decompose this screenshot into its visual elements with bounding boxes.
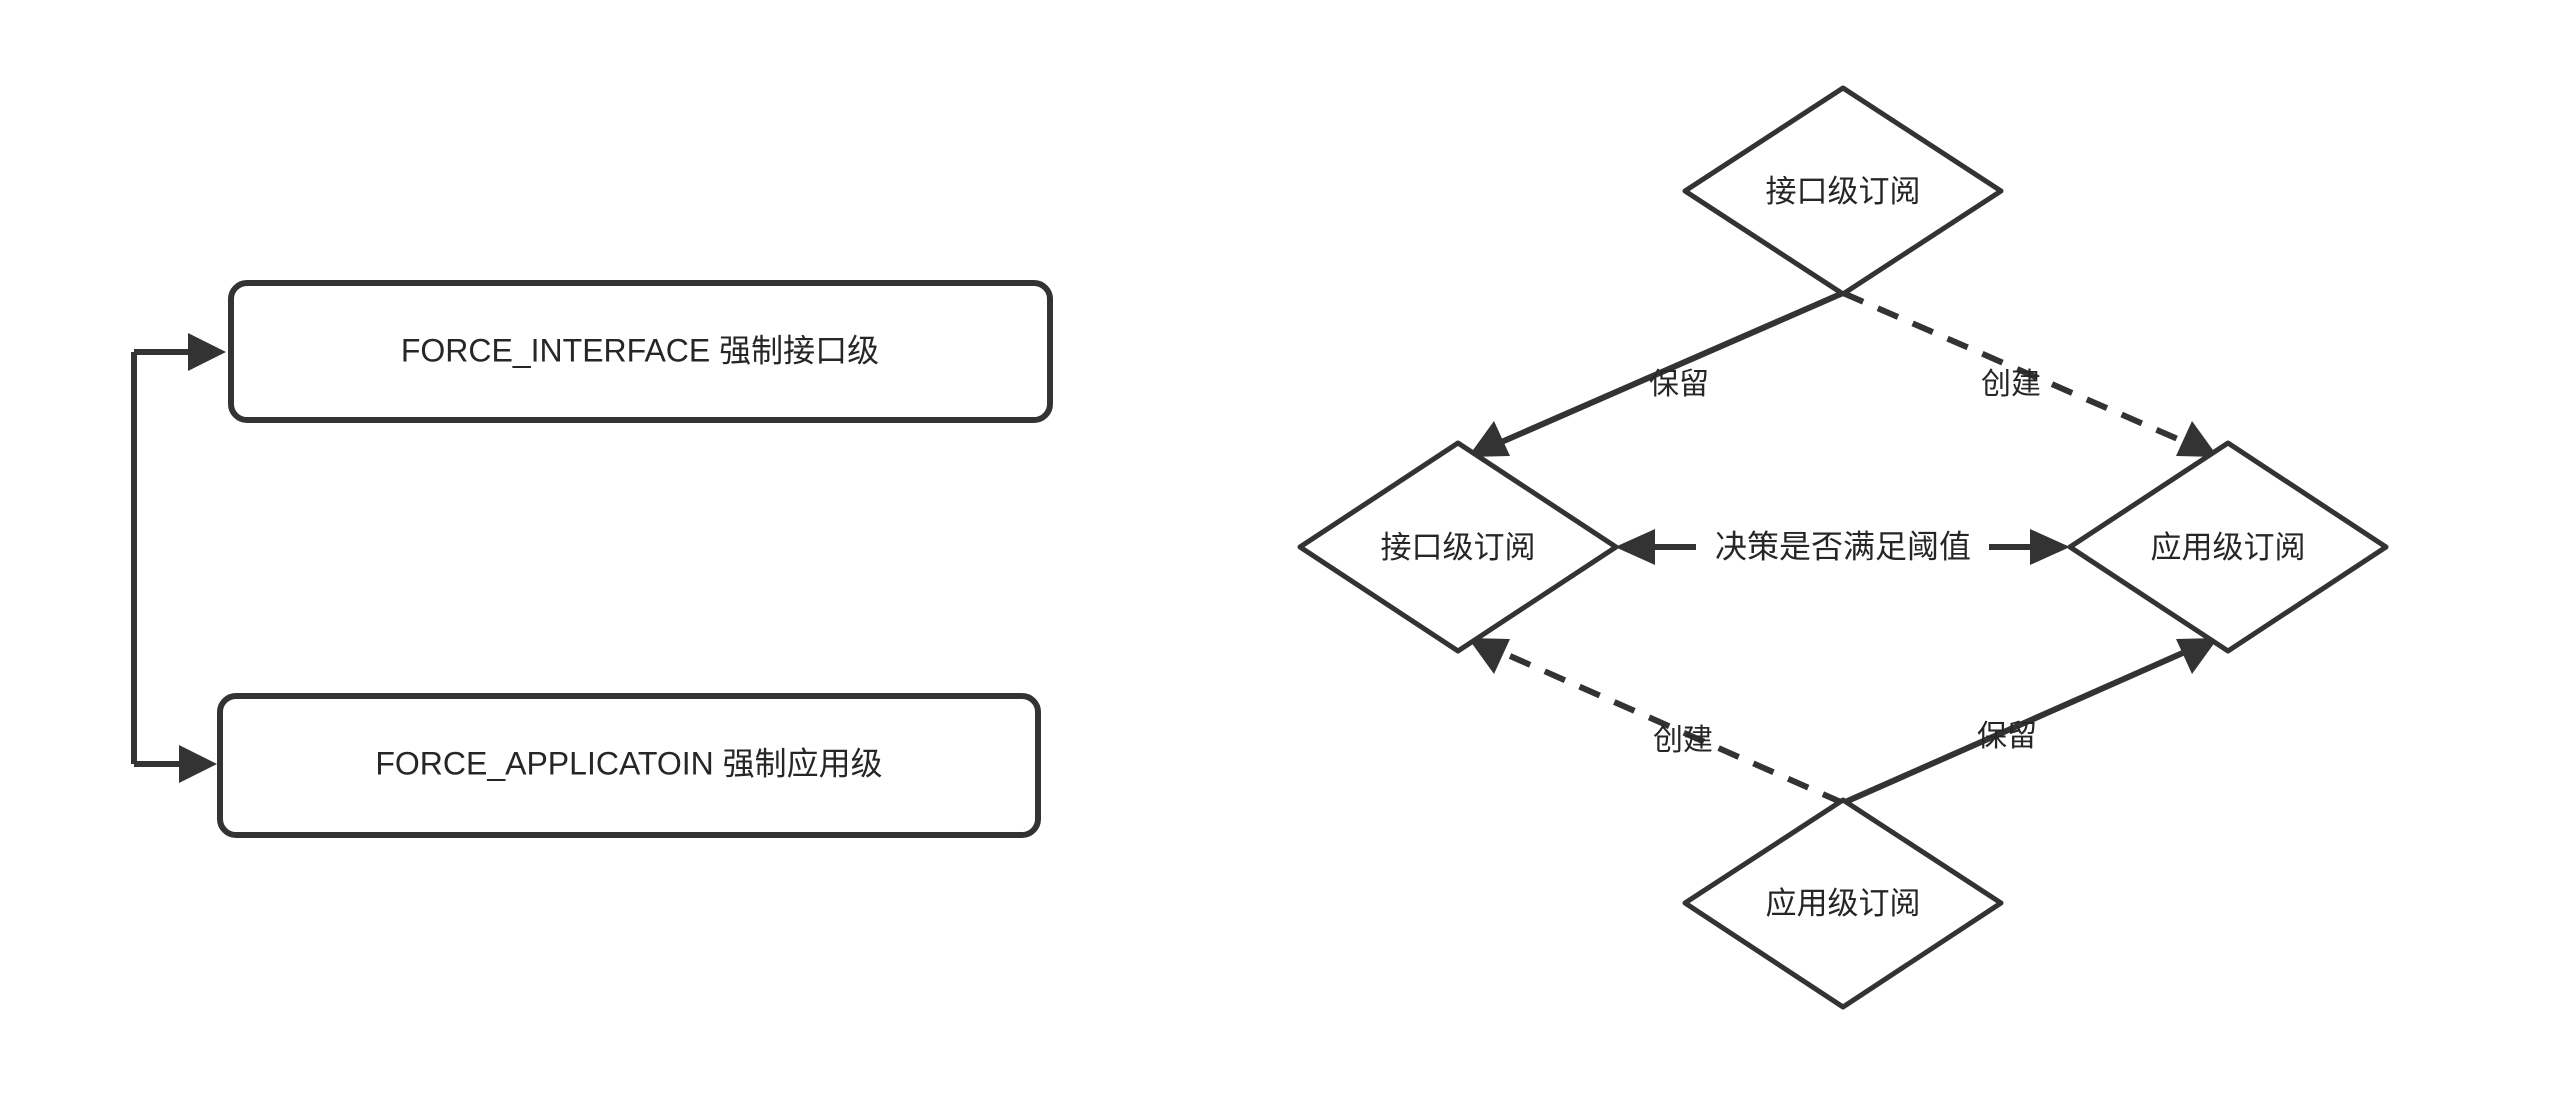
right-diagram-group: 保留 创建 创建 保留 接口级订阅 接口级订阅 <box>1297 85 2389 1010</box>
left-diagram-group: FORCE_INTERFACE 强制接口级 FORCE_APPLICATOIN … <box>131 280 1053 838</box>
node-mid-left-interface-diamond[interactable] <box>1297 440 1619 654</box>
center-label-backdrop <box>1696 522 1989 572</box>
edge-bottom-to-midright-line <box>1841 645 2196 806</box>
edge-center-to-left-arrowhead <box>1615 529 1655 565</box>
edge-bottom-to-midleft-label: 创建 <box>1653 724 1713 757</box>
node-top-interface-label: 接口级订阅 <box>1766 174 1921 209</box>
node-force-interface-box[interactable] <box>228 280 1053 423</box>
entry-to-interface-arrowhead <box>188 333 226 371</box>
node-bottom-application-diamond[interactable] <box>1682 797 2004 1010</box>
node-top-interface-diamond[interactable] <box>1682 85 2004 297</box>
node-mid-left-interface-label: 接口级订阅 <box>1381 530 1536 565</box>
edge-top-to-midright-label: 创建 <box>1981 368 2041 401</box>
edge-bottom-to-midright-arrowhead <box>2176 638 2218 674</box>
center-decision-label: 决策是否满足阈值 <box>1715 528 1971 564</box>
node-mid-right-application-diamond[interactable] <box>2067 440 2389 654</box>
node-force-application-box[interactable] <box>217 693 1041 838</box>
edge-top-to-midleft-arrowhead <box>1468 421 1510 457</box>
node-force-application-label: FORCE_APPLICATOIN 强制应用级 <box>375 745 882 781</box>
edge-center-to-right-arrowhead <box>2030 529 2070 565</box>
edge-top-to-midleft-label: 保留 <box>1649 368 1709 401</box>
node-force-interface-label: FORCE_INTERFACE 强制接口级 <box>401 332 879 368</box>
edge-bottom-to-midleft-line <box>1490 645 1845 806</box>
edge-bottom-to-midright-label: 保留 <box>1977 720 2037 753</box>
node-bottom-application-label: 应用级订阅 <box>1766 886 1921 921</box>
edge-bottom-to-midleft-arrowhead <box>1468 638 1510 674</box>
edge-top-to-midleft-line <box>1488 290 1845 450</box>
edge-top-to-midright-arrowhead <box>2176 421 2218 457</box>
edge-top-to-midright-line <box>1841 290 2198 450</box>
node-mid-right-application-label: 应用级订阅 <box>2151 530 2306 565</box>
entry-to-application-arrowhead <box>179 745 217 783</box>
